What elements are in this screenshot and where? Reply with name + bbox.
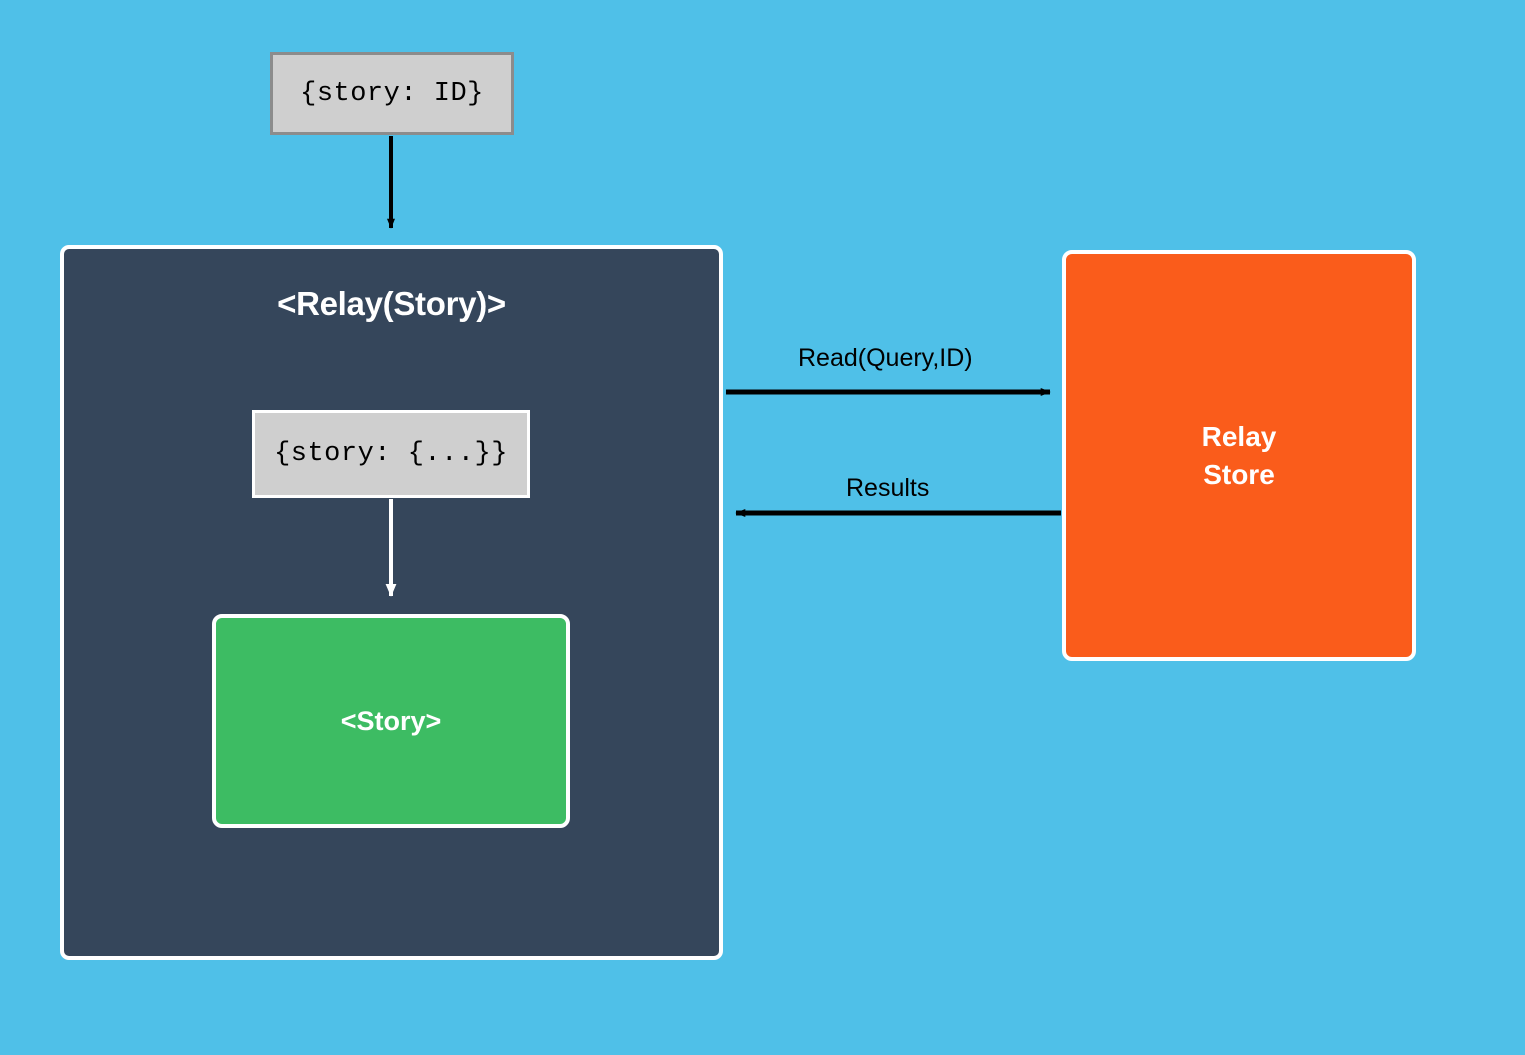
relay-store-box: Relay Store	[1062, 250, 1416, 661]
props-input-text: {story: ID}	[300, 78, 484, 109]
relay-store-label-line1: Relay	[1201, 420, 1277, 452]
relay-store-label-line2: Store	[1203, 458, 1275, 490]
relay-store-label: Relay Store	[1202, 418, 1277, 493]
props-resolved-box: {story: {...}}	[252, 410, 530, 498]
edge-label-read: Read(Query,ID)	[798, 344, 973, 372]
story-component-box: <Story>	[212, 614, 570, 828]
story-component-label: <Story>	[340, 705, 442, 736]
props-resolved-text: {story: {...}}	[274, 439, 508, 469]
relay-story-title: <Relay(Story)>	[277, 285, 506, 322]
props-input-box: {story: ID}	[270, 52, 514, 135]
edge-label-results: Results	[846, 474, 930, 502]
relay-story-container: <Relay(Story)>	[60, 245, 723, 960]
